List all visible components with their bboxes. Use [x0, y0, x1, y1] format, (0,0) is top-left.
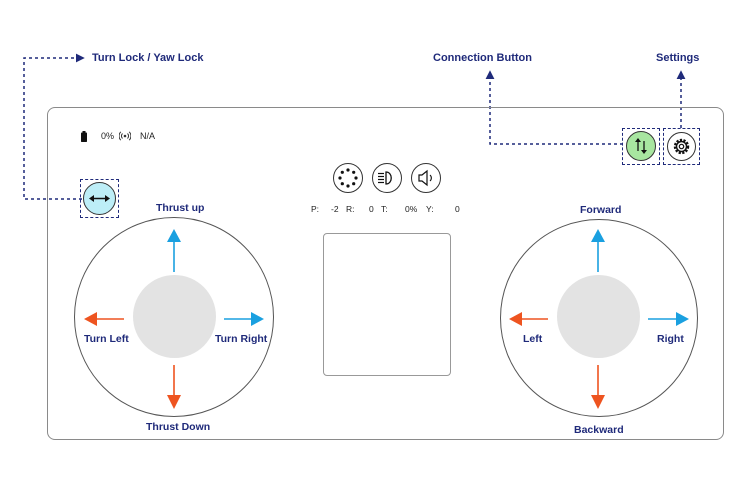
connection-highlight — [622, 128, 660, 165]
left-joystick[interactable] — [74, 217, 274, 417]
left-down-arrow — [167, 365, 181, 409]
battery-percent: 0% — [101, 131, 115, 141]
forward-label: Forward — [580, 204, 622, 216]
lights-ring-icon — [338, 168, 358, 188]
thrust-down-label: Thrust Down — [146, 421, 211, 433]
right-up-arrow — [591, 229, 605, 272]
settings-callout: Settings — [656, 52, 700, 64]
turn-lock-button[interactable] — [83, 182, 116, 215]
backward-label: Backward — [574, 424, 624, 436]
headlight-button[interactable] — [372, 163, 402, 193]
right-down-arrow — [591, 365, 605, 409]
horizontal-double-arrow-icon — [89, 195, 110, 202]
turn-left-label: Turn Left — [84, 333, 129, 345]
up-down-arrows-icon — [635, 138, 647, 154]
turn-lock-callout: Turn Lock / Yaw Lock — [92, 52, 204, 64]
right-joystick-arrows — [509, 229, 689, 409]
signal-status: N/A — [140, 131, 156, 141]
right-joystick-knob[interactable] — [557, 275, 640, 358]
battery-icon — [81, 131, 87, 142]
controller-panel — [47, 107, 724, 440]
left-joystick-arrows — [84, 229, 264, 409]
gear-icon — [673, 138, 690, 155]
left-joystick-knob[interactable] — [133, 275, 216, 358]
left-label: Left — [523, 333, 543, 345]
pitch-value: -2 — [331, 204, 339, 214]
yaw-value: 0 — [455, 204, 460, 214]
roll-label: R: — [346, 204, 355, 214]
turn-lock-highlight — [80, 179, 119, 218]
headlight-icon — [378, 171, 392, 185]
camera-view — [323, 233, 451, 376]
pitch-label: P: — [311, 204, 320, 214]
right-joystick[interactable] — [500, 219, 698, 417]
yaw-label: Y: — [426, 204, 434, 214]
thrust-up-label: Thrust up — [156, 202, 205, 214]
left-right-arrow — [224, 312, 264, 326]
connection-callout: Connection Button — [433, 52, 532, 64]
turn-right-label: Turn Right — [215, 333, 268, 345]
lights-button[interactable] — [333, 163, 363, 193]
sound-button[interactable] — [411, 163, 441, 193]
settings-highlight — [663, 128, 700, 165]
settings-button[interactable] — [667, 132, 696, 161]
signal-icon — [119, 131, 131, 141]
right-label: Right — [657, 333, 684, 345]
connection-button[interactable] — [626, 131, 656, 161]
left-up-arrow — [167, 229, 181, 272]
left-left-arrow — [84, 312, 124, 326]
right-right-arrow — [648, 312, 689, 326]
throttle-label: T: — [381, 204, 388, 214]
right-left-arrow — [509, 312, 548, 326]
throttle-value: 0% — [405, 204, 418, 214]
roll-value: 0 — [369, 204, 374, 214]
speaker-icon — [418, 169, 432, 187]
